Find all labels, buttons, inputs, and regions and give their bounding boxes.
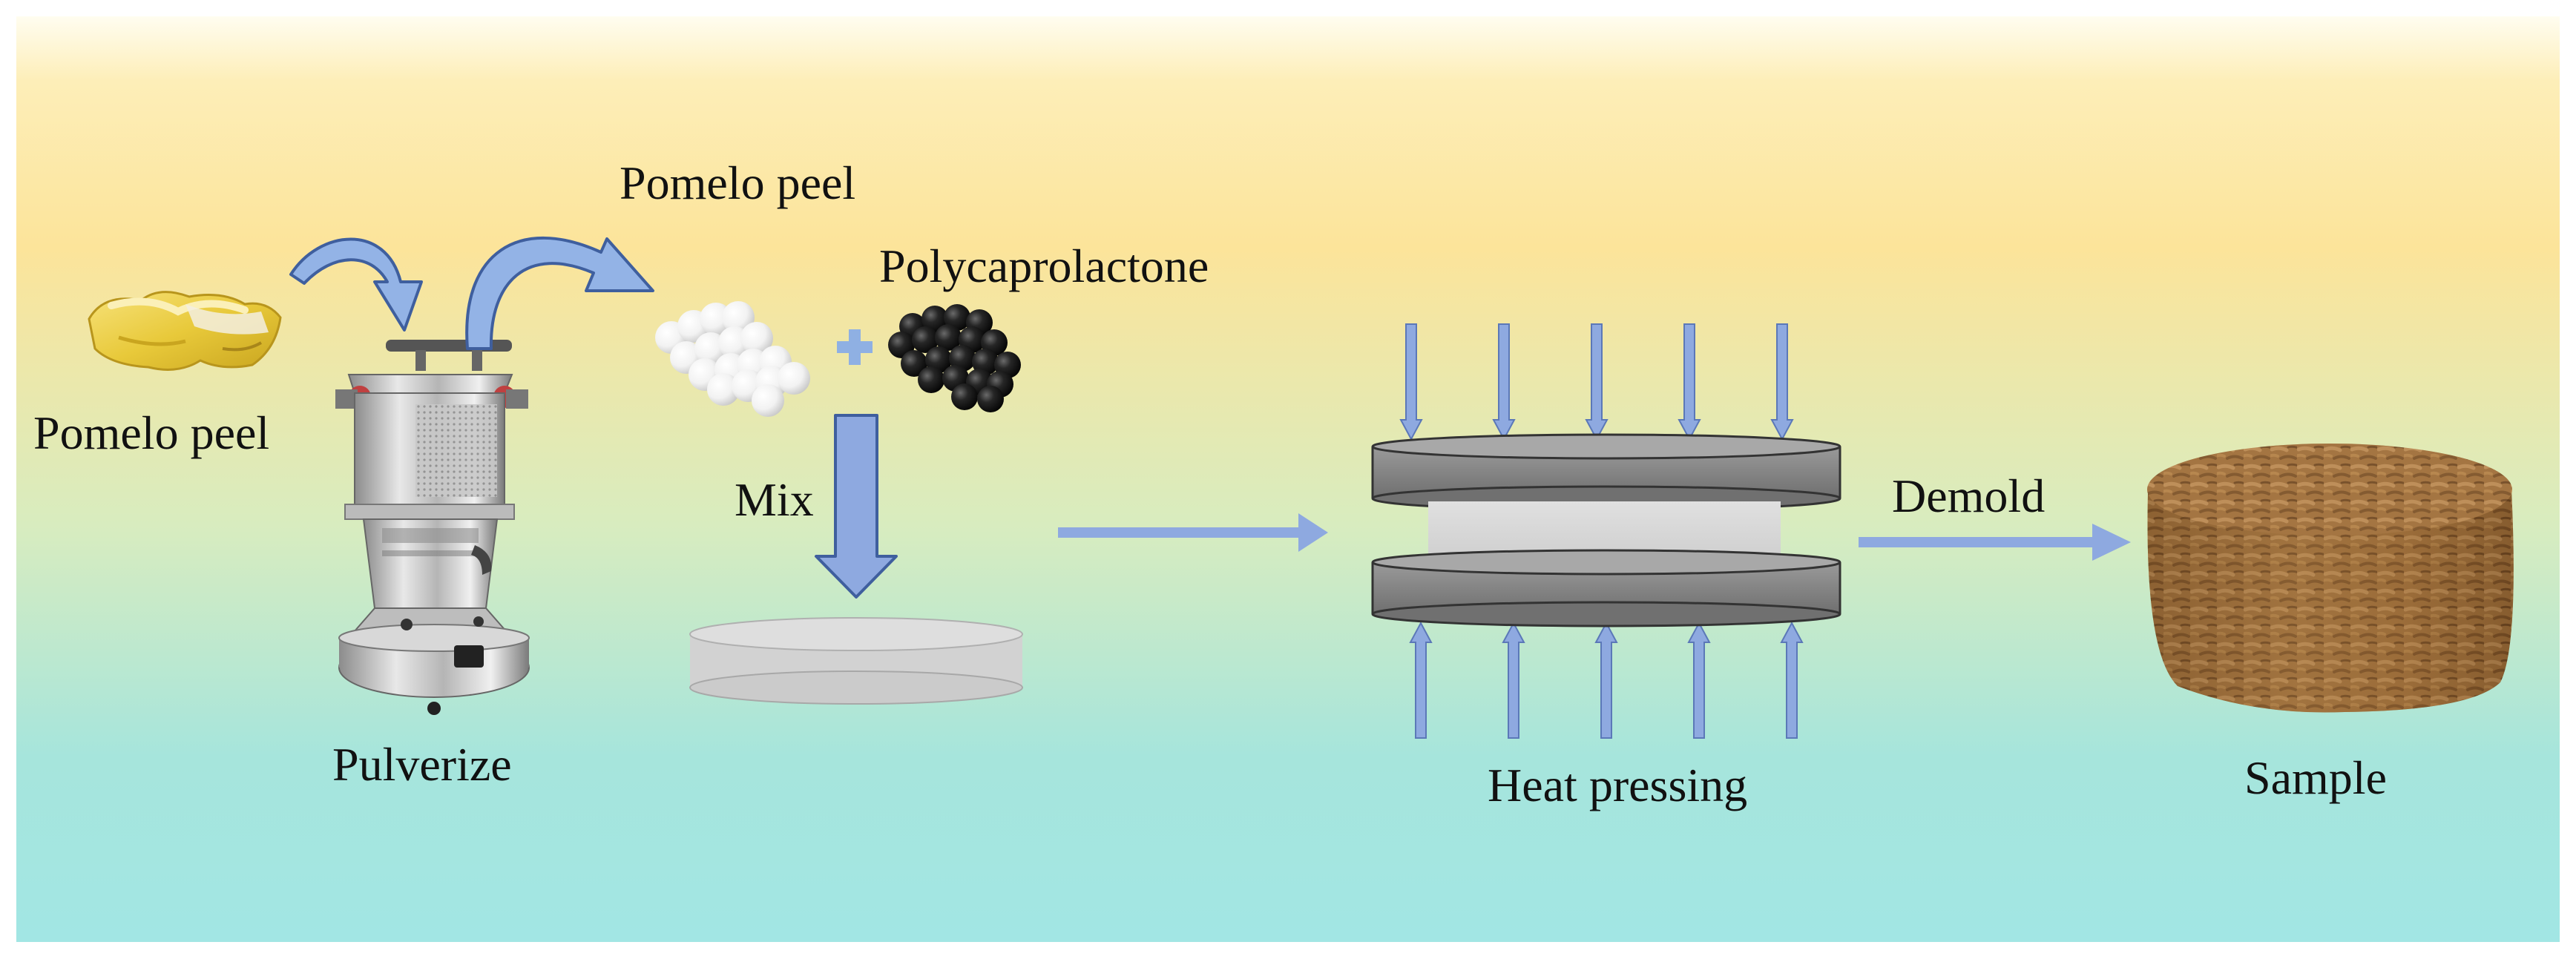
white-particle — [752, 384, 784, 417]
black-particle — [935, 324, 962, 351]
label-mix: Mix — [735, 473, 814, 526]
press-down-arrow — [1770, 323, 1794, 441]
press-up-arrow — [1594, 621, 1618, 739]
white-particle — [778, 362, 810, 395]
press-up-arrow — [1780, 621, 1804, 739]
press-up-arrow — [1409, 621, 1433, 739]
mold-dish — [689, 617, 1023, 705]
black-particle — [951, 383, 978, 410]
press-up-arrow — [1687, 621, 1711, 739]
press-down-arrow — [1585, 323, 1609, 441]
demold-arrow — [1859, 524, 2131, 561]
black-particle — [944, 304, 970, 331]
label-pomelo-peel-left: Pomelo peel — [33, 406, 269, 459]
pomelo-peel-particles — [655, 301, 810, 417]
press-down-arrows — [1399, 323, 1794, 441]
polycaprolactone-particles — [888, 304, 1021, 412]
black-particle — [972, 349, 999, 375]
white-particle — [707, 373, 740, 406]
label-pulverize: Pulverize — [332, 738, 512, 791]
white-particle — [722, 301, 755, 334]
pulverizer-machine-image — [335, 340, 530, 715]
label-pomelo-peel-top: Pomelo peel — [620, 157, 855, 209]
label-demold: Demold — [1892, 470, 2045, 522]
black-particle — [901, 350, 927, 377]
plus-icon — [837, 329, 873, 365]
white-particle — [740, 322, 773, 355]
label-sample: Sample — [2244, 751, 2387, 804]
label-heat-pressing: Heat pressing — [1488, 759, 1747, 811]
mix-down-arrow — [815, 414, 898, 599]
press-down-arrow — [1492, 323, 1516, 441]
curved-arrow-out-of-pulverizer — [465, 236, 654, 350]
black-particle — [921, 306, 948, 332]
black-particle — [977, 386, 1004, 412]
black-particle — [925, 346, 952, 373]
press-up-arrow — [1502, 621, 1525, 739]
press-up-arrows — [1409, 621, 1804, 739]
pomelo-peel-image — [88, 291, 282, 371]
arrow-to-heat-press — [1058, 513, 1328, 552]
label-polycaprolactone: Polycaprolactone — [879, 240, 1209, 292]
heat-press — [1371, 323, 1841, 739]
press-down-arrow — [1678, 323, 1701, 441]
press-down-arrow — [1399, 323, 1423, 441]
curved-arrow-into-pulverizer — [289, 237, 423, 332]
black-particle — [912, 326, 939, 353]
sample-image — [2147, 444, 2514, 713]
black-particle — [918, 366, 944, 393]
